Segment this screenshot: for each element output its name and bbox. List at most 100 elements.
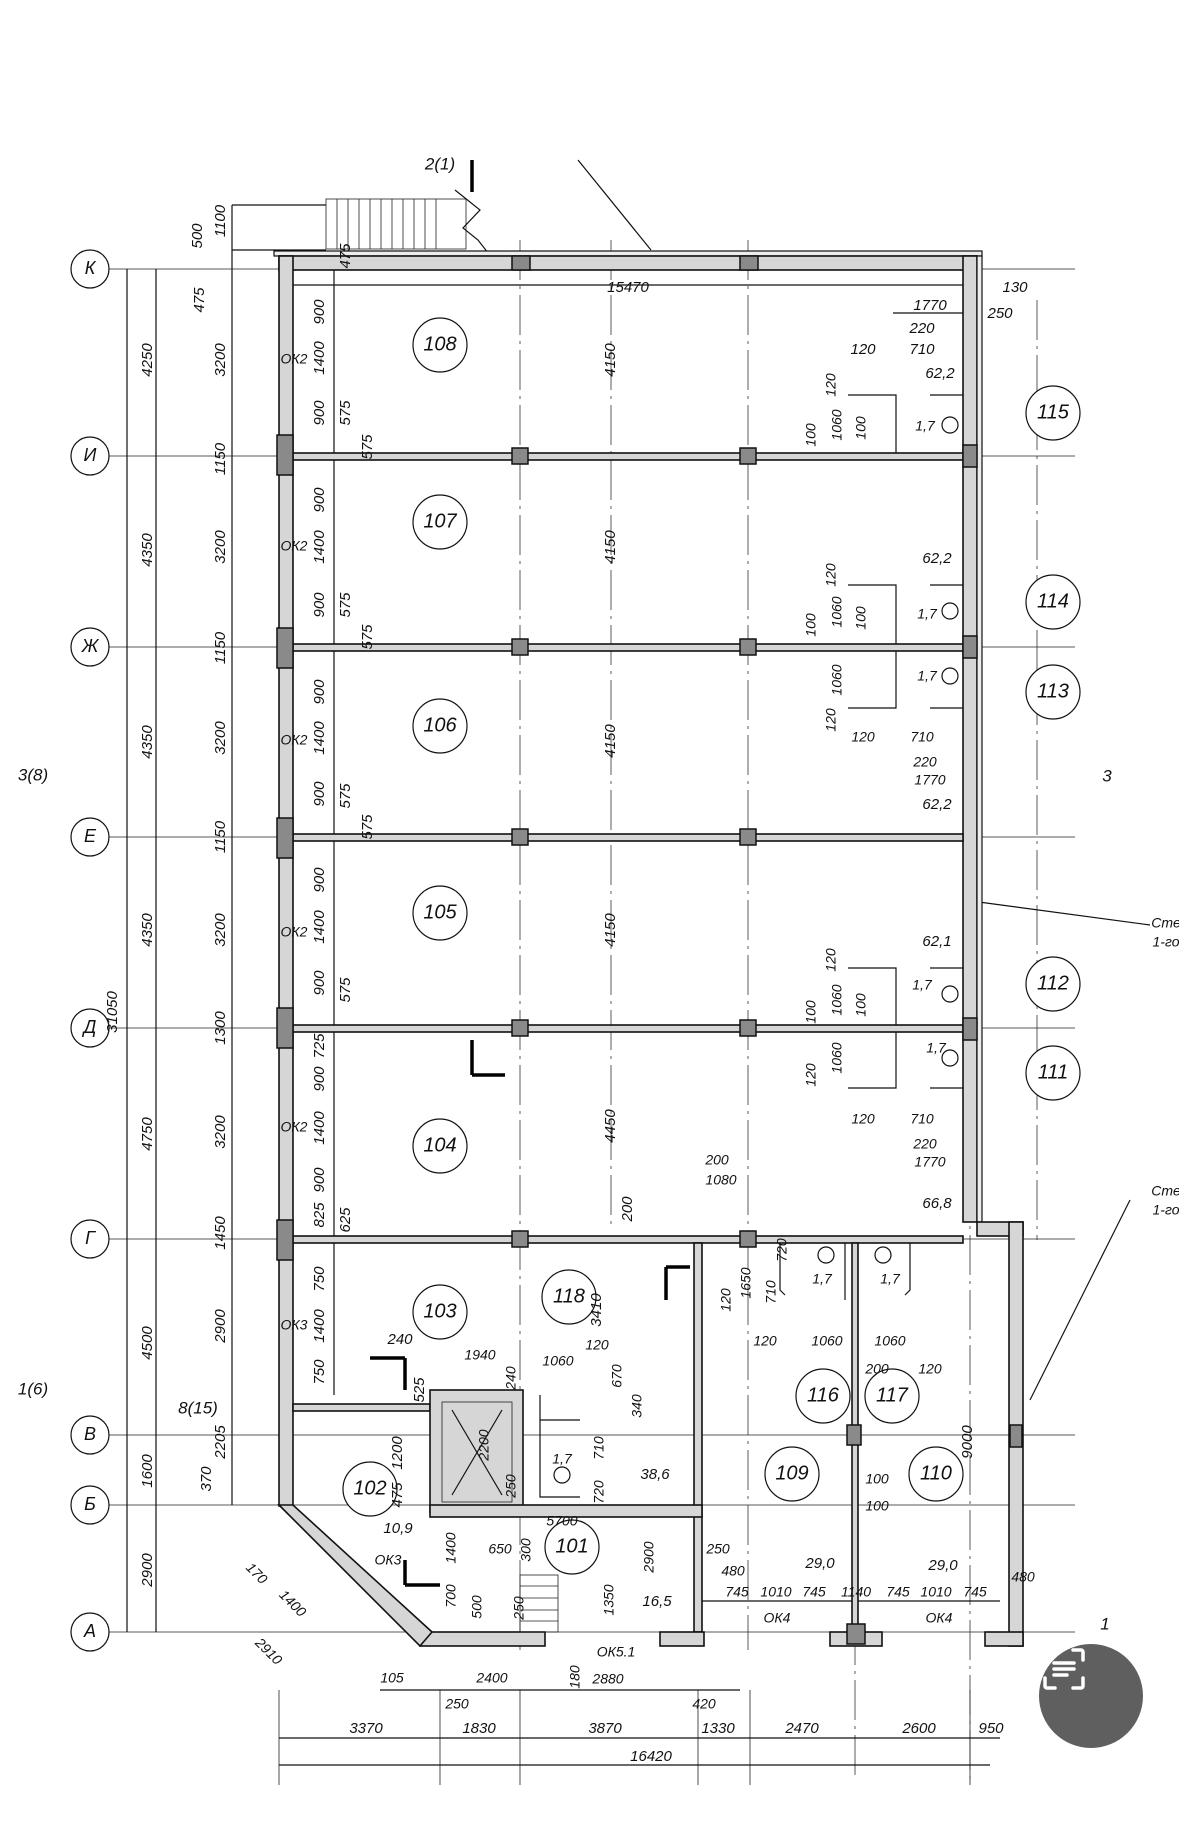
dimension-label: 1400 xyxy=(311,1111,328,1145)
dimension-label: 4750 xyxy=(139,1117,156,1151)
dimension-label: 4500 xyxy=(139,1326,156,1360)
room-number: 110 xyxy=(920,1462,952,1484)
dimension-label: 220 xyxy=(912,1136,937,1152)
room-number-circle xyxy=(1025,956,1081,1012)
dimension-label: 1400 xyxy=(276,1586,309,1619)
dimension-label: 2600 xyxy=(901,1720,936,1737)
dimension-label: 1600 xyxy=(139,1454,156,1488)
dimension-label: 710 xyxy=(910,729,934,745)
room-number-circle xyxy=(1025,1045,1081,1101)
dimension-label: 120 xyxy=(823,948,839,972)
window-mark: ОК2 xyxy=(281,351,308,367)
axis-label: Д xyxy=(82,1017,97,1037)
dimension-label: 180 xyxy=(567,1665,583,1689)
dimension-label: 745 xyxy=(886,1584,910,1600)
dimension-label: 900 xyxy=(311,592,328,618)
room-number: 114 xyxy=(1037,590,1069,612)
dimension-label: 4250 xyxy=(139,343,156,377)
room-area: 1,7 xyxy=(917,606,938,622)
dimension-label: 575 xyxy=(337,977,354,1003)
dimension-label: 1770 xyxy=(914,1154,945,1170)
room-number: 107 xyxy=(423,510,457,532)
window-mark: ОК3 xyxy=(281,1317,308,1333)
dimension-label: 3870 xyxy=(588,1720,622,1737)
dimension-label: 100 xyxy=(803,613,819,637)
dimension-label: 1060 xyxy=(829,664,845,695)
axis-bubble xyxy=(70,1008,110,1048)
axis-label: И xyxy=(84,445,97,465)
dimension-label: 4450 xyxy=(602,1109,619,1143)
room-area: 62,2 xyxy=(925,365,955,382)
dimension-label: 3200 xyxy=(212,913,229,947)
dimension-label: 250 xyxy=(511,1596,527,1621)
dimension-label: 900 xyxy=(311,970,328,996)
axis-label: Б xyxy=(84,1494,96,1514)
window-mark: ОК2 xyxy=(281,924,308,940)
dimension-label: 575 xyxy=(337,592,354,618)
dimension-label: 725 xyxy=(311,1033,328,1059)
dimension-label: 745 xyxy=(963,1584,987,1600)
axis-bubble xyxy=(70,1485,110,1525)
leader-note: 1-го xyxy=(1153,934,1179,950)
axis-bubble xyxy=(70,1219,110,1259)
dimension-label: 720 xyxy=(774,1238,790,1262)
room-area: 38,6 xyxy=(640,1466,670,1483)
dimension-label: 1770 xyxy=(914,772,945,788)
dimension-label: 4350 xyxy=(139,533,156,567)
room-number-circle xyxy=(412,317,468,373)
dimension-label: 2470 xyxy=(784,1720,819,1737)
dimension-label: 720 xyxy=(591,1480,607,1504)
dimension-label: 750 xyxy=(311,1359,328,1385)
dimension-label: 625 xyxy=(337,1207,354,1233)
dimension-label: 420 xyxy=(692,1696,716,1712)
scan-text-icon xyxy=(1043,1648,1085,1690)
dimension-label: 250 xyxy=(705,1541,730,1557)
dimension-label: 100 xyxy=(853,993,869,1017)
room-number: 102 xyxy=(353,1477,386,1499)
dimension-label: 575 xyxy=(359,624,376,650)
dimension-label: 1300 xyxy=(212,1011,229,1045)
dimension-label: 200 xyxy=(619,1196,636,1223)
window-mark: ОК2 xyxy=(281,732,308,748)
axis-bubble xyxy=(70,817,110,857)
dimension-label: 575 xyxy=(359,434,376,460)
axis-label: А xyxy=(83,1621,96,1641)
dimension-label: 1400 xyxy=(311,910,328,944)
lens-scan-button[interactable] xyxy=(1039,1644,1143,1748)
dimension-label: 750 xyxy=(311,1266,328,1292)
room-number: 113 xyxy=(1037,680,1069,702)
dimension-label: 1400 xyxy=(311,530,328,564)
window-mark: ОК3 xyxy=(375,1552,402,1568)
dimension-label: 15470 xyxy=(607,279,649,296)
room-area: 10,9 xyxy=(383,1520,413,1537)
dimension-label: 240 xyxy=(386,1331,413,1348)
dimension-label: 480 xyxy=(721,1563,745,1579)
dimension-label: 200 xyxy=(864,1361,889,1377)
dimension-label: 340 xyxy=(629,1394,645,1418)
dimension-label: 710 xyxy=(591,1436,607,1460)
dimension-label: 250 xyxy=(503,1474,519,1499)
room-number-circle xyxy=(1025,574,1081,630)
dimension-label: 1400 xyxy=(311,341,328,375)
room-area: 1,7 xyxy=(812,1271,833,1287)
dimension-label: 120 xyxy=(823,708,839,732)
dimension-label: 1060 xyxy=(874,1333,905,1349)
room-area: 66,8 xyxy=(922,1195,952,1212)
dimension-label: 2900 xyxy=(212,1309,229,1344)
dimension-label: 1010 xyxy=(920,1584,951,1600)
room-area: 1,7 xyxy=(915,418,936,434)
dimension-label: 31050 xyxy=(104,990,121,1032)
room-number: 117 xyxy=(876,1384,909,1406)
room-number-circle xyxy=(412,494,468,550)
dimension-label: 200 xyxy=(704,1152,729,1168)
dimension-label: 120 xyxy=(823,563,839,587)
window-mark: ОК2 xyxy=(281,1119,308,1135)
dimension-label: 700 xyxy=(443,1584,459,1608)
room-number-circle xyxy=(795,1368,851,1424)
room-area: 1,7 xyxy=(912,977,933,993)
axis-bubble xyxy=(70,436,110,476)
dimension-label: 120 xyxy=(851,1111,875,1127)
dimension-label: 250 xyxy=(444,1696,469,1712)
dimension-label: 745 xyxy=(725,1584,749,1600)
room-number-circle xyxy=(541,1269,597,1325)
